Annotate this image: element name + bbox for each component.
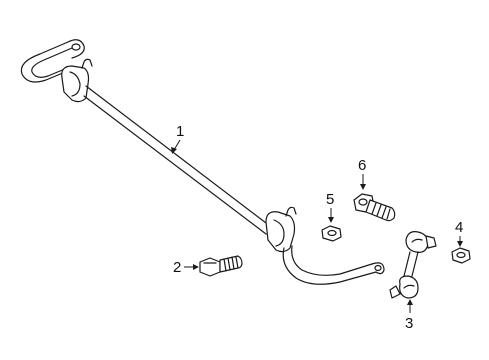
- leader-line-1: [173, 139, 181, 151]
- callout-6: 6: [358, 157, 366, 190]
- callout-1: 1: [171, 123, 184, 154]
- bolt-part-6: [353, 193, 396, 222]
- arrowhead-1: [171, 147, 177, 154]
- arrowhead-2: [193, 264, 199, 270]
- stabilizer-link-part-3: [389, 231, 437, 299]
- arrowhead-4: [457, 241, 463, 247]
- callout-2: 2: [173, 259, 199, 276]
- arrowhead-6: [360, 184, 366, 190]
- callout-label-2: 2: [173, 259, 181, 276]
- callout-label-4: 4: [455, 219, 463, 236]
- stabilizer-bar: [20, 39, 385, 285]
- callout-5: 5: [326, 191, 334, 223]
- callout-4: 4: [455, 219, 463, 247]
- arrowhead-5: [328, 217, 334, 223]
- callout-label-5: 5: [326, 191, 334, 208]
- callout-3: 3: [405, 299, 413, 332]
- arrowhead-3: [407, 299, 413, 305]
- callout-label-6: 6: [358, 157, 366, 174]
- callout-label-1: 1: [176, 123, 184, 140]
- nut-part-4: [451, 247, 471, 264]
- bolt-part-2: [199, 255, 243, 277]
- callout-label-3: 3: [405, 315, 413, 332]
- nut-part-5: [321, 225, 342, 242]
